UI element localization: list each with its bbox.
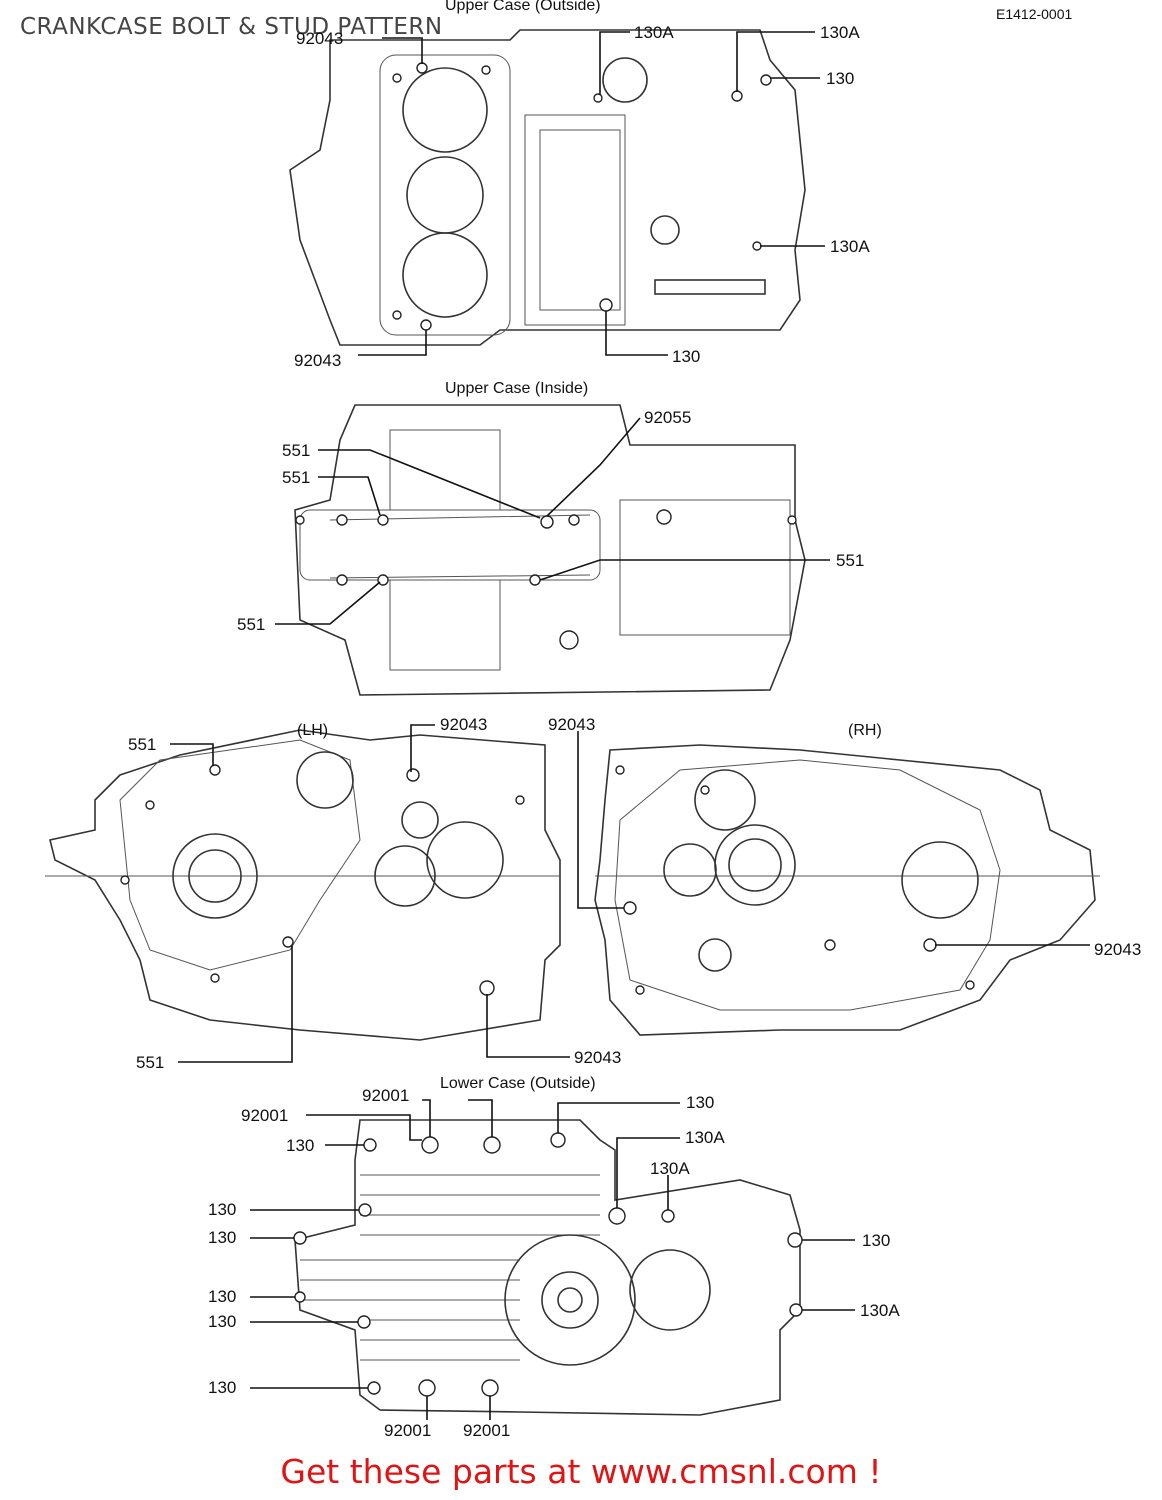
- section-label-lower-outside: Lower Case (Outside): [440, 1075, 596, 1092]
- lh-rh-leaders: [170, 724, 1090, 1063]
- callout-130: 130: [208, 1228, 236, 1247]
- section-label-rh: (RH): [848, 722, 882, 739]
- upper-case-inside-drawing: [294, 404, 806, 696]
- page-title: CRANKCASE BOLT & STUD PATTERN: [20, 14, 443, 40]
- lh-case-drawing: [45, 729, 561, 1041]
- callout-92043: 92043: [296, 29, 343, 48]
- drawing-code: E1412-0001: [996, 6, 1073, 22]
- section-label-lh: (LH): [297, 722, 328, 739]
- callout-130a: 130A: [830, 237, 870, 256]
- callout-130a: 130A: [860, 1301, 900, 1320]
- callout-92043: 92043: [548, 715, 595, 734]
- callout-92043: 92043: [574, 1048, 621, 1067]
- callout-130: 130: [208, 1378, 236, 1397]
- callout-92043: 92043: [440, 715, 487, 734]
- callout-551: 551: [836, 551, 864, 570]
- callout-130: 130: [286, 1136, 314, 1155]
- callout-92055: 92055: [644, 408, 691, 427]
- callout-130: 130: [686, 1093, 714, 1112]
- callout-130: 130: [672, 347, 700, 366]
- upper-inside-leaders: [275, 417, 830, 625]
- callout-551: 551: [136, 1053, 164, 1072]
- callout-551: 551: [128, 735, 156, 754]
- callout-130: 130: [208, 1312, 236, 1331]
- callout-130: 130: [826, 69, 854, 88]
- callout-92001: 92001: [241, 1106, 288, 1125]
- callout-130: 130: [208, 1200, 236, 1219]
- promo-link-text[interactable]: Get these parts at www.cmsnl.com !: [280, 1452, 882, 1491]
- callout-130a: 130A: [650, 1159, 690, 1178]
- callout-551: 551: [237, 615, 265, 634]
- callout-130: 130: [862, 1231, 890, 1250]
- section-label-upper-inside: Upper Case (Inside): [445, 380, 588, 397]
- lower-case-outside-drawing: [293, 1119, 803, 1416]
- crankcase-diagram: Upper Case (Outside) 92043 130A 130A 130…: [45, 0, 1141, 1440]
- callout-551: 551: [282, 468, 310, 487]
- callout-92001: 92001: [463, 1421, 510, 1440]
- callout-92043: 92043: [294, 351, 341, 370]
- lower-outside-leaders: [250, 1099, 855, 1420]
- section-label-upper-outside: Upper Case (Outside): [445, 0, 601, 14]
- callout-92001: 92001: [362, 1086, 409, 1105]
- callout-551: 551: [282, 441, 310, 460]
- callout-130a: 130A: [634, 23, 674, 42]
- upper-case-outside-drawing: [289, 29, 806, 346]
- rh-case-drawing: [594, 744, 1100, 1036]
- callout-130a: 130A: [820, 23, 860, 42]
- callout-130: 130: [208, 1287, 236, 1306]
- callout-92001: 92001: [384, 1421, 431, 1440]
- callout-92043: 92043: [1094, 940, 1141, 959]
- callout-130a: 130A: [685, 1128, 725, 1147]
- upper-outside-leaders: [358, 31, 825, 356]
